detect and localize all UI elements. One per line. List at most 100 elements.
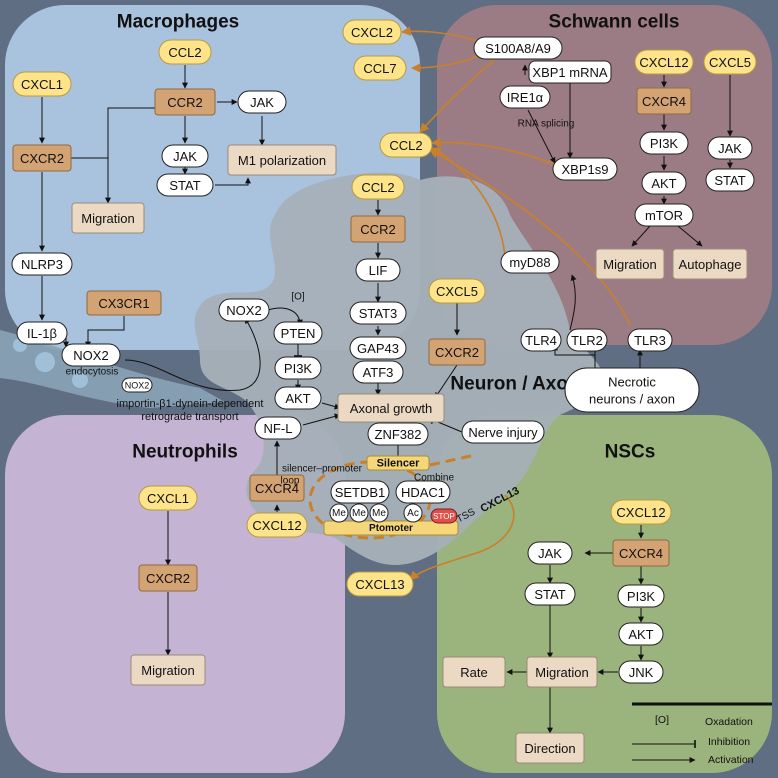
endocytosis-label: endocytosis [66,367,119,378]
neuron-cxcr2-node: CXCR2 [428,338,486,366]
schwann-akt-node-shape [641,171,687,195]
pten-node-shape [273,321,323,345]
tlr3-node: TLR3 [627,328,673,352]
legend-oxidation: Oxadation [705,716,753,728]
schwann-jak-node-shape [707,136,753,160]
neutrophil-cxcr2-node: CXCR2 [138,564,198,592]
stat3-node: STAT3 [349,301,407,325]
stop-node: STOP [430,508,458,524]
tlr3-node-shape [627,328,673,352]
neutrophils-title: Neutrophils [132,442,238,463]
schwann-stat-node-shape [705,168,755,192]
ac-node-shape [403,503,423,523]
gap43-node-label: GAP43 [357,341,399,356]
tlr4-node: TLR4 [520,328,562,352]
schwann-stat-node: STAT [705,168,755,192]
macrophage-stat-node: STAT [156,173,214,197]
macrophage-jak-node: JAK [237,90,287,114]
silencer-node-label: Silencer [377,458,421,470]
nerve-injury-node: Nerve injury [461,420,545,444]
neuron-cxcr2-node-label: CXCR2 [435,345,479,360]
lif-node-shape [355,258,401,282]
ccl7-node-shape [353,55,407,81]
macrophage-ccr2-node-shape [154,88,216,116]
legend: [O] Oxadation Inhibition Activation [632,702,772,766]
tlr2-node-shape [566,328,608,352]
schwann-jak-node-label: JAK [718,141,742,156]
neutrophil-cxcl1-node: CXCL1 [138,485,198,511]
mtor-node-shape [634,203,694,227]
nsc-migration-node: Migration [526,656,598,688]
neuron-pi3k-node: PI3K [274,356,322,380]
loop-label: silencer–promoter [282,464,363,475]
nox2-small-node-label: NOX2 [125,381,150,391]
transport-label-2: retrograde transport [141,411,238,423]
schwann-stat-node-label: STAT [714,173,745,188]
mtor-node-label: mTOR [645,208,683,223]
pten-node-label: PTEN [281,326,316,341]
macrophage-jak2-node-shape [161,144,209,168]
schwann-cxcl5-node: CXCL5 [703,49,757,75]
cxcl2-node: CXCL2 [342,19,402,45]
axonal-growth-node: Axonal growth [337,393,445,423]
macrophage-jak-node-shape [237,90,287,114]
macrophage-ccr2-node-label: CCR2 [167,95,202,110]
il1b-node-label: IL-1β [27,326,57,341]
ccl7-node: CCL7 [353,55,407,81]
neuron-cxcl5-node-shape [428,278,486,304]
ire1a-node: IRE1α [499,85,551,109]
macrophage-stat-node-shape [156,173,214,197]
cxcl2-node-label: CXCL2 [351,25,393,40]
schwann-cxcl12-node-label: CXCL12 [639,55,688,70]
macrophage-cxcl1-node: CXCL1 [12,71,72,97]
macrophage-migration-node-shape [71,202,145,234]
ac-node: Ac [403,503,423,523]
s100a8a9-node-shape [473,36,563,60]
axon-shaft [0,330,225,408]
znf382-node: ZNF382 [367,422,429,446]
xbp1s9-node-shape [552,157,618,181]
cx3cr1-node: CX3CR1 [86,290,162,316]
xbp1-mrna-node: XBP1 mRNA [528,60,612,84]
vesicle [72,372,88,388]
hdac1-node-label: HDAC1 [401,485,445,500]
ire1a-node-label: IRE1α [507,90,544,105]
neuron-cxcl12-node: CXCL12 [246,512,308,538]
neuron-pi3k-node-label: PI3K [284,361,313,376]
nsc-pi3k-node: PI3K [617,584,665,608]
stop-node-label: STOP [433,512,455,521]
neuron-ccr2-node: CCR2 [350,215,406,243]
neuron-cxcr4-node-label: CXCR4 [255,481,299,496]
neuron-cxcr2-node-shape [428,338,486,366]
nerve-injury-node-shape [461,420,545,444]
macrophage-nox2-node-shape [61,343,121,367]
macrophage-cxcl1-node-shape [12,71,72,97]
nfl-node-shape [254,416,302,440]
macrophage-cxcr2-node-shape [12,144,72,172]
macrophage-cxcr2-node: CXCR2 [12,144,72,172]
macrophage-cxcr2-node-label: CXCR2 [20,151,64,166]
nox2-small-node-shape [121,377,153,393]
neuron-akt-node-label: AKT [285,391,310,406]
neuron-cxcr4-node: CXCR4 [249,474,305,502]
stat3-node-label: STAT3 [359,306,398,321]
nsc-migration-node-label: Migration [535,665,588,680]
nsc-panel [437,415,772,773]
rna-splicing-label: RNA splicing [518,119,575,130]
me-node-2-shape [349,503,369,523]
nerve-injury-node-label: Nerve injury [468,425,538,440]
legend-inhibition: Inhibition [708,736,750,748]
m1-polarization-node-label: M1 polarization [238,153,326,168]
macrophage-jak-node-label: JAK [250,95,274,110]
nsc-jnk-node: JNK [618,660,664,684]
schwann-cxcr4-node-label: CXCR4 [642,94,686,109]
neuron-cxcl13-node-shape [346,571,414,597]
nfl-node-label: NF-L [264,421,293,436]
macrophage-migration-node: Migration [71,202,145,234]
nsc-stat-node: STAT [524,582,576,606]
neutrophil-migration-node: Migration [130,654,206,686]
nsc-cxcr4-node: CXCR4 [612,539,670,567]
